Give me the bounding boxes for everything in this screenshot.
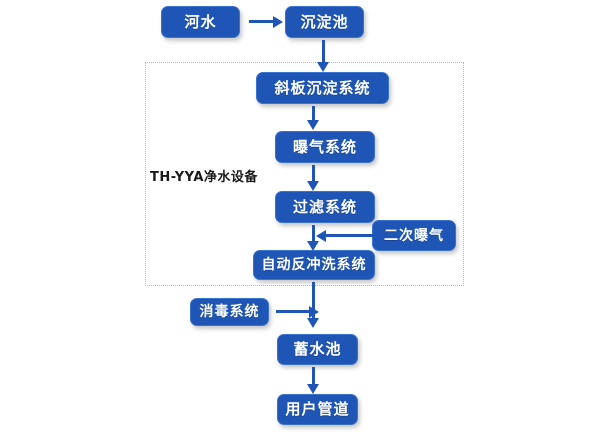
connector-sedimentation-to-inclined-plate [322,40,325,64]
connector-filtration-to-backwash [312,225,315,245]
arrowhead-disinfection-to-main [309,306,319,318]
node-filtration-system-label: 过滤系统 [292,197,357,216]
node-sedimentation-tank-label: 沉淀池 [300,12,349,31]
equipment-group-label: TH-YYA净水设备 [150,170,258,185]
arrowhead-backwash-to-storage [307,318,319,328]
node-secondary-aeration-label: 二次曝气 [384,227,444,244]
arrowhead-storage-to-pipeline [307,384,319,394]
node-secondary-aeration[interactable]: 二次曝气 [372,220,456,251]
node-filtration-system[interactable]: 过滤系统 [275,191,375,223]
node-storage-tank-label: 蓄水池 [293,340,342,358]
node-aeration-system-label: 曝气系统 [292,137,357,156]
connector-river-to-sedimentation [249,20,274,23]
node-storage-tank[interactable]: 蓄水池 [277,334,358,365]
node-inclined-plate[interactable]: 斜板沉淀系统 [256,72,389,104]
node-user-pipeline[interactable]: 用户管道 [277,394,358,425]
node-disinfection-system-label: 消毒系统 [199,304,260,320]
node-river-water[interactable]: 河水 [161,6,240,38]
node-aeration-system[interactable]: 曝气系统 [275,131,375,163]
connector-storage-to-pipeline [312,367,315,388]
arrowhead-filtration-to-backwash [307,241,319,251]
arrowhead-inclined-plate-to-aeration [307,120,319,130]
equipment-group-frame [145,62,464,286]
node-river-water-label: 河水 [184,12,217,31]
arrowhead-secondary-aeration-to-main [316,230,326,242]
connector-disinfection-to-main [276,310,310,313]
node-auto-backwash-label: 自动反冲洗系统 [261,257,367,273]
node-sedimentation-tank[interactable]: 沉淀池 [285,6,364,38]
arrowhead-sedimentation-to-inclined-plate [317,62,329,72]
connector-secondary-aeration-to-main [325,234,373,237]
node-auto-backwash[interactable]: 自动反冲洗系统 [253,250,375,280]
arrowhead-river-to-sedimentation [273,16,283,28]
arrowhead-aeration-to-filtration [307,181,319,191]
node-disinfection-system[interactable]: 消毒系统 [190,298,269,326]
connector-backwash-to-storage [312,282,315,320]
connector-aeration-to-filtration [312,165,315,185]
connector-inclined-plate-to-aeration [312,106,315,124]
node-user-pipeline-label: 用户管道 [285,400,350,418]
node-inclined-plate-label: 斜板沉淀系统 [274,78,371,97]
